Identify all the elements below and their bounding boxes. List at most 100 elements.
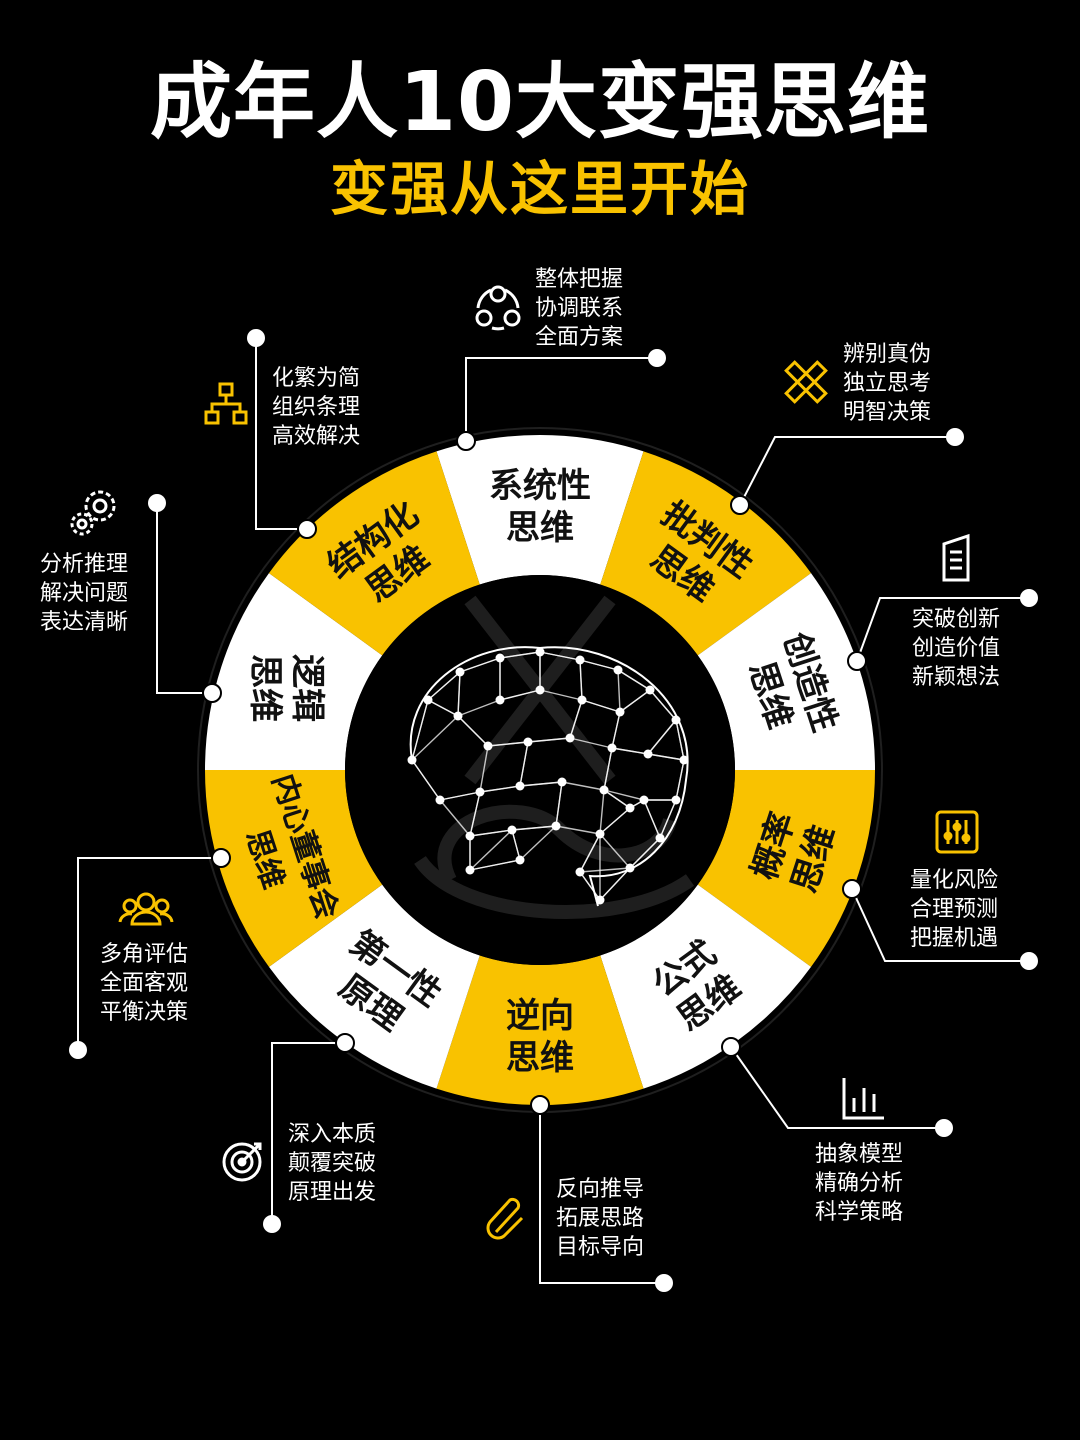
connector-logical	[156, 503, 212, 694]
description-systematic: 整体把握协调联系全面方案	[535, 265, 623, 352]
ring-dot	[530, 1095, 550, 1115]
segment-critical	[600, 451, 812, 656]
connector-critical	[739, 436, 955, 506]
segment-reverse	[436, 955, 644, 1105]
segment-creative	[697, 573, 875, 770]
cycle-nodes-icon	[475, 285, 521, 331]
brain-node	[615, 707, 625, 717]
description-probability: 量化风险合理预测把握机遇	[910, 866, 998, 953]
connector-first-principle	[271, 1042, 345, 1224]
description-line: 创造价值	[912, 636, 1001, 661]
end-dot	[247, 329, 265, 347]
connector-probability	[851, 888, 1029, 962]
paperclip-icon	[486, 1197, 524, 1240]
brain-node	[557, 777, 567, 787]
connector-inner-board	[77, 857, 221, 1050]
description-line: 反向推导	[556, 1177, 645, 1202]
brain-node	[671, 795, 681, 805]
brain-node	[515, 781, 525, 791]
description-line: 全面方案	[535, 325, 624, 350]
brain-network-icon	[407, 646, 689, 907]
brain-node	[535, 685, 545, 695]
ring-dot	[335, 1033, 355, 1053]
description-critical: 辨别真伪独立思考明智决策	[843, 340, 931, 427]
description-line: 平衡决策	[100, 1000, 189, 1025]
ring-dot	[456, 431, 476, 451]
brain-node	[507, 825, 517, 835]
segment-ring	[205, 435, 875, 1105]
description-line: 协调联系	[535, 296, 624, 321]
brain-node	[607, 743, 617, 753]
target-icon	[222, 1142, 262, 1182]
sliders-icon	[935, 810, 979, 854]
brain-node	[455, 667, 465, 677]
building-icon	[942, 533, 970, 582]
description-line: 分析推理	[40, 552, 129, 577]
brain-node	[435, 795, 445, 805]
end-dot	[1020, 952, 1038, 970]
page-subtitle: 变强从这里开始	[329, 155, 750, 223]
segment-label-line: 思维	[245, 654, 285, 722]
brain-node	[523, 737, 533, 747]
description-line: 化繁为简	[272, 366, 361, 391]
description-creative: 突破创新创造价值新颖想法	[912, 605, 1000, 692]
ring-dot	[202, 683, 222, 703]
description-line: 科学策略	[815, 1200, 904, 1225]
brain-node	[599, 785, 609, 795]
segment-label-line: 逻辑	[287, 654, 327, 722]
people-icon	[118, 892, 174, 926]
description-line: 突破创新	[912, 607, 1001, 632]
segment-label-line: 思维	[506, 508, 574, 548]
brain-node	[625, 803, 635, 813]
ring-dot	[847, 651, 867, 671]
page-title: 成年人10大变强思维	[149, 55, 931, 150]
ring-dot	[842, 879, 862, 899]
description-line: 颠覆突破	[288, 1151, 377, 1176]
description-formula: 抽象模型精确分析科学策略	[815, 1140, 903, 1227]
connector-creative	[856, 597, 1029, 662]
brain-node	[495, 695, 505, 705]
description-logical: 分析推理解决问题表达清晰	[40, 550, 128, 637]
end-dot	[263, 1215, 281, 1233]
description-line: 精确分析	[815, 1171, 904, 1196]
brain-node	[551, 821, 561, 831]
brain-node	[655, 833, 665, 843]
description-line: 解决问题	[40, 581, 129, 606]
description-line: 组织条理	[272, 395, 361, 420]
description-line: 原理出发	[288, 1180, 377, 1205]
description-line: 抽象模型	[815, 1142, 904, 1167]
bar-chart-icon	[842, 1078, 884, 1120]
end-dot	[935, 1119, 953, 1137]
description-structured: 化繁为简组织条理高效解决	[272, 364, 360, 451]
brain-node	[515, 855, 525, 865]
brain-node	[407, 755, 417, 765]
org-chart-icon	[204, 382, 248, 425]
description-line: 量化风险	[910, 868, 999, 893]
ring-dot	[297, 519, 317, 539]
description-line: 多角评估	[100, 942, 189, 967]
description-line: 明智决策	[843, 400, 932, 425]
description-line: 深入本质	[288, 1122, 377, 1147]
description-line: 表达清晰	[40, 610, 129, 635]
description-line: 全面客观	[100, 971, 189, 996]
description-line: 辨别真伪	[843, 342, 932, 367]
segment-probability	[697, 770, 875, 967]
connector-reverse	[539, 1105, 664, 1284]
brain-node	[595, 895, 605, 905]
end-dot	[69, 1041, 87, 1059]
segment-label-line: 思维	[506, 1038, 574, 1078]
description-line: 合理预测	[910, 897, 999, 922]
description-line: 拓展思路	[556, 1206, 645, 1231]
segment-logical	[205, 573, 383, 770]
description-line: 目标导向	[556, 1235, 645, 1260]
description-line: 整体把握	[535, 267, 624, 292]
end-dot	[148, 494, 166, 512]
brain-node	[453, 711, 463, 721]
connector-systematic	[465, 357, 657, 441]
gears-icon	[70, 490, 116, 536]
connector-dots	[69, 329, 1038, 1292]
